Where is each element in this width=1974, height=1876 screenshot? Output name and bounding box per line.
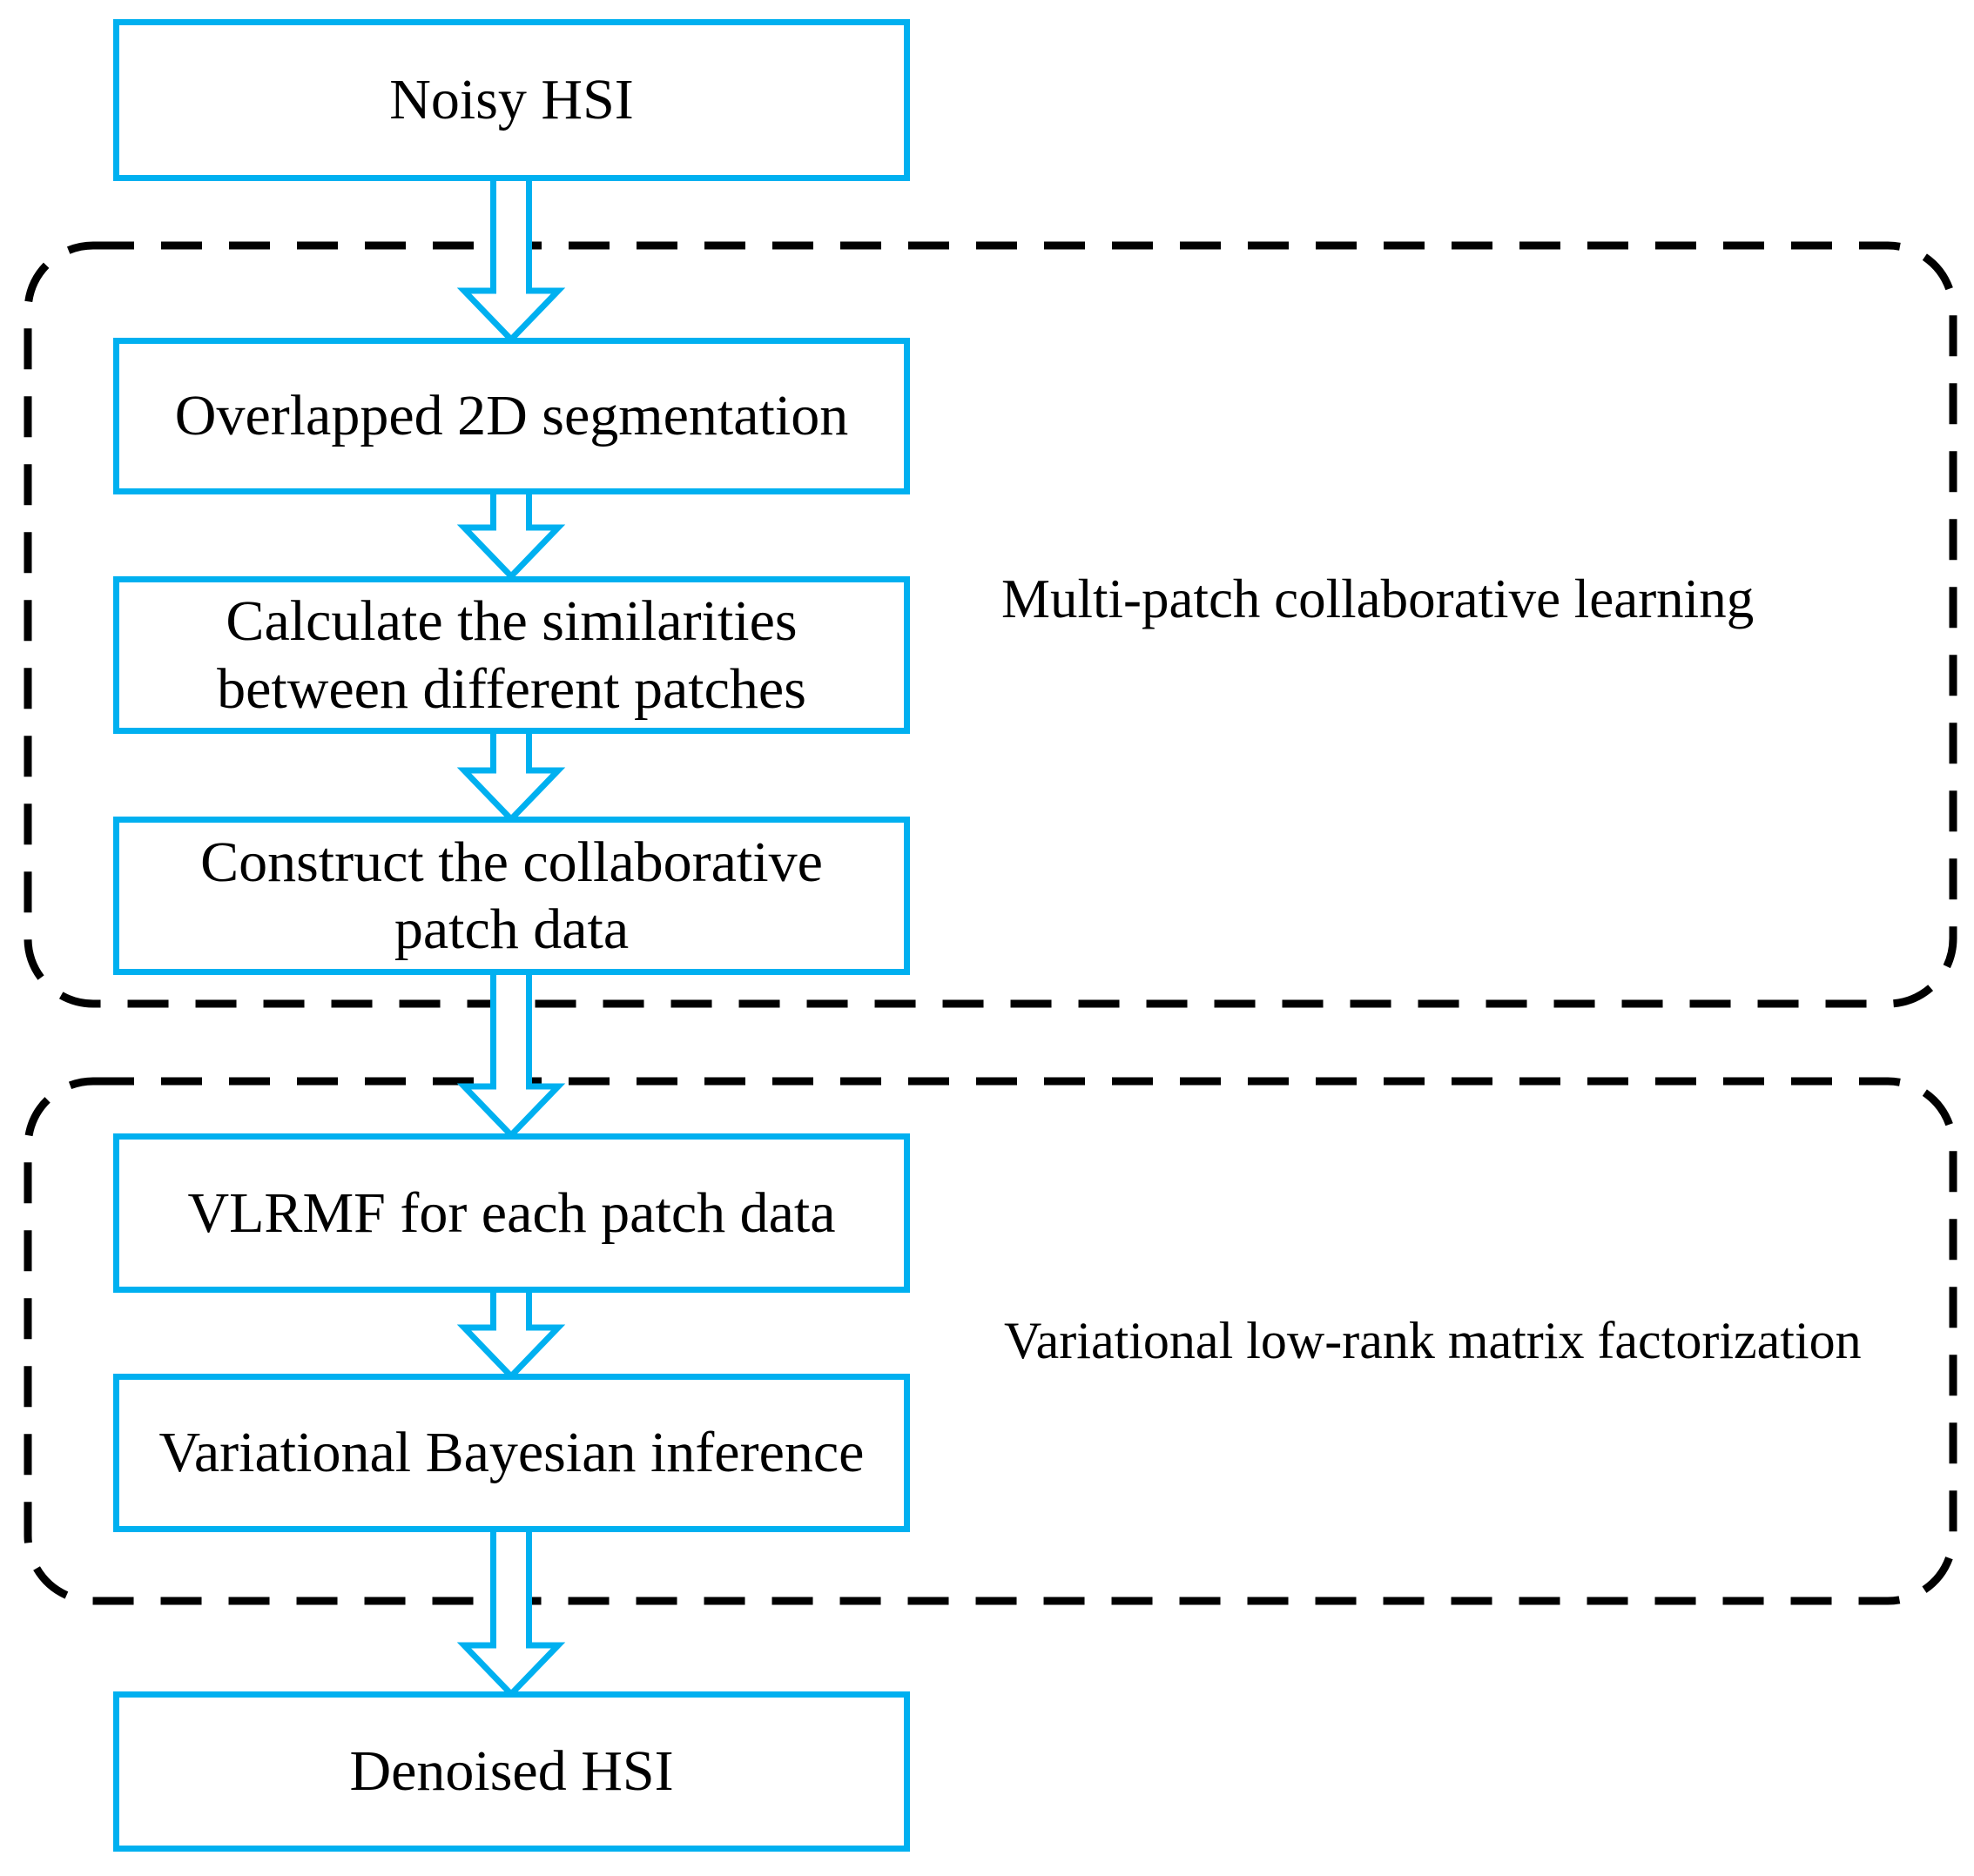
arrow-down-icon xyxy=(456,1289,566,1382)
arrow-down-icon xyxy=(456,176,566,345)
node-overlapped-2d-segmentation: Overlapped 2D segmentation xyxy=(113,338,910,494)
dashed-container-vlrmf-group xyxy=(24,1077,1957,1605)
container-label-multi-patch-collaborative-learning: Multi-patch collaborative learning xyxy=(1001,568,1755,629)
arrow-down-icon xyxy=(456,730,566,824)
node-noisy-hsi: Noisy HSI xyxy=(113,19,910,181)
arrow-down-icon xyxy=(456,972,566,1140)
node-calculate-similarities: Calculate the similarities between diffe… xyxy=(113,576,910,734)
node-vlrmf-for-each-patch-data: VLRMF for each patch data xyxy=(113,1133,910,1293)
node-construct-collaborative-patch-data: Construct the collaborative patch data xyxy=(113,817,910,975)
node-variational-bayesian-inference: Variational Bayesian inference xyxy=(113,1374,910,1532)
container-label-variational-low-rank-matrix-factorization: Variational low-rank matrix factorizatio… xyxy=(1004,1312,1862,1369)
arrow-down-icon xyxy=(456,491,566,582)
node-denoised-hsi: Denoised HSI xyxy=(113,1691,910,1852)
dashed-container-multi-patch-group xyxy=(24,241,1957,1008)
arrow-down-icon xyxy=(456,1529,566,1699)
